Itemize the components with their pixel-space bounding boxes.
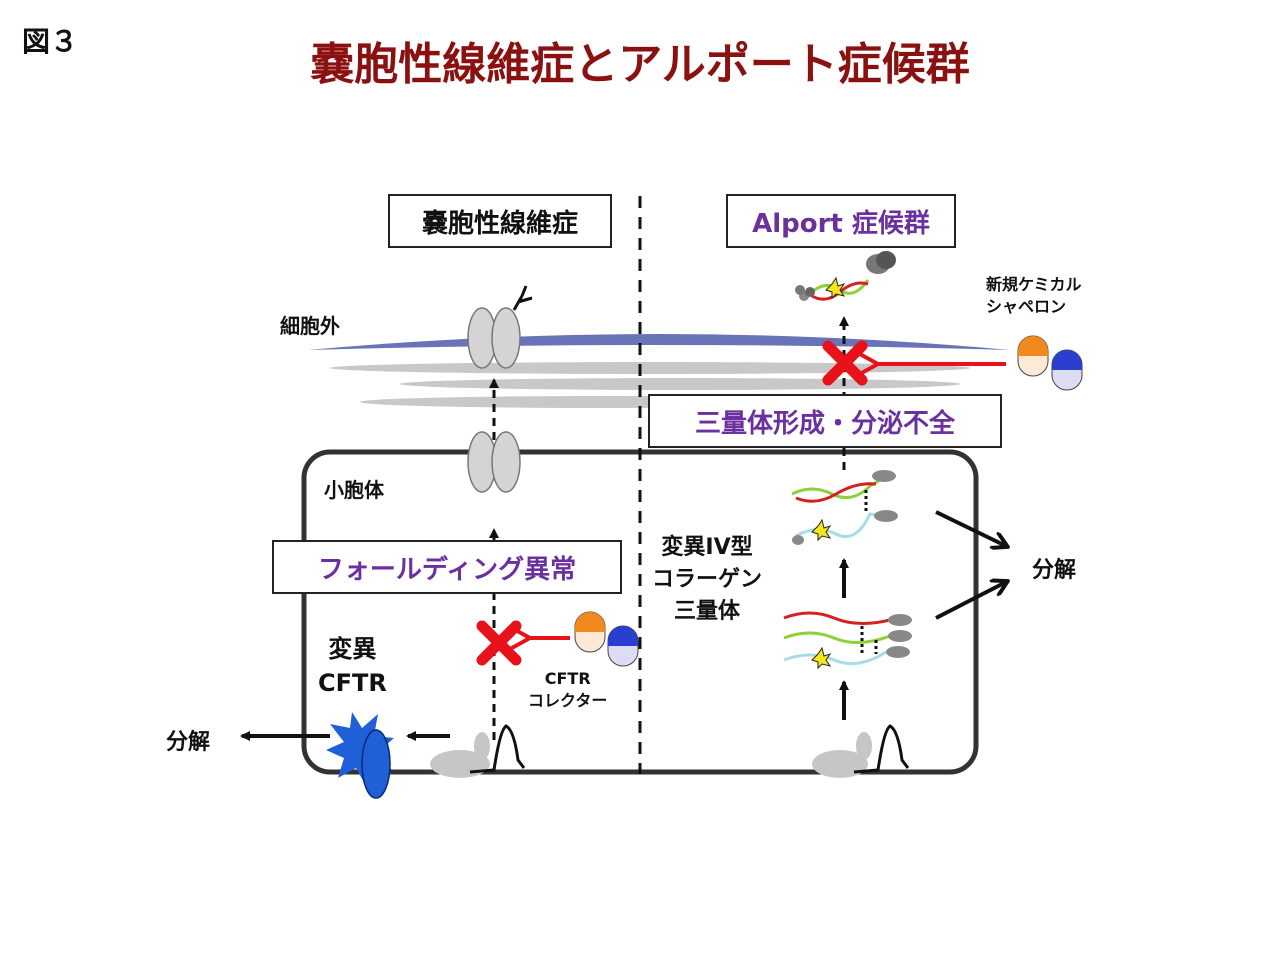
chaperone-line1: 新規ケミカル <box>986 275 1082 294</box>
degradation-label-left: 分解 <box>166 730 211 755</box>
block-x-icon <box>476 620 522 666</box>
secreted-collagen-icon <box>795 251 896 301</box>
er-label: 小胞体 <box>324 478 384 502</box>
cftr-channel-icon <box>467 285 533 369</box>
extracellular-label: 細胞外 <box>280 314 340 338</box>
mutant-cftr-line2: CFTR <box>318 669 387 697</box>
trimer-defect-box: 三量体形成・分泌不全 <box>648 394 1002 448</box>
block-x-icon-right <box>822 340 868 386</box>
folding-defect-box: フォールディング異常 <box>272 540 622 594</box>
chaperone-label: 新規ケミカル シャペロン <box>986 274 1082 318</box>
collagen-trimer-upper <box>791 470 898 545</box>
corrector-label: CFTR コレクター <box>528 668 607 712</box>
collagen-line2: コラーゲン <box>652 567 763 592</box>
corrector-line1: CFTR <box>544 669 591 688</box>
cftr-vesicle-icon <box>467 431 521 493</box>
chaperone-line2: シャペロン <box>986 297 1067 316</box>
mutant-cftr-icon <box>326 712 394 799</box>
membrane-gray-2 <box>400 378 960 390</box>
ribosome-icon <box>430 724 526 778</box>
page-title: 嚢胞性線維症とアルポート症候群 <box>310 39 970 90</box>
ribosome-icon-right <box>812 724 910 778</box>
degradation-label-right: 分解 <box>1032 558 1077 583</box>
alport-heading-box: Alport 症候群 <box>726 194 956 248</box>
degradation-right-arrow-1 <box>935 510 1006 546</box>
collagen-line3: 三量体 <box>674 599 741 624</box>
membrane-basement <box>308 334 1010 350</box>
degradation-right-arrow-2 <box>935 582 1006 620</box>
membrane-gray-1 <box>330 362 970 374</box>
cf-heading-box: 嚢胞性線維症 <box>388 194 612 248</box>
mutant-cftr-line1: 変異 <box>328 635 377 663</box>
capsule-icon-right <box>1017 335 1083 391</box>
collagen-label: 変異IV型 コラーゲン 三量体 <box>652 532 762 628</box>
collagen-trimer-lower <box>783 611 912 670</box>
mutant-cftr-label: 変異 CFTR <box>318 632 387 700</box>
figure-label: 図３ <box>22 25 79 58</box>
corrector-line2: コレクター <box>528 691 608 710</box>
collagen-line1: 変異IV型 <box>661 535 753 560</box>
capsule-icon <box>574 611 639 667</box>
